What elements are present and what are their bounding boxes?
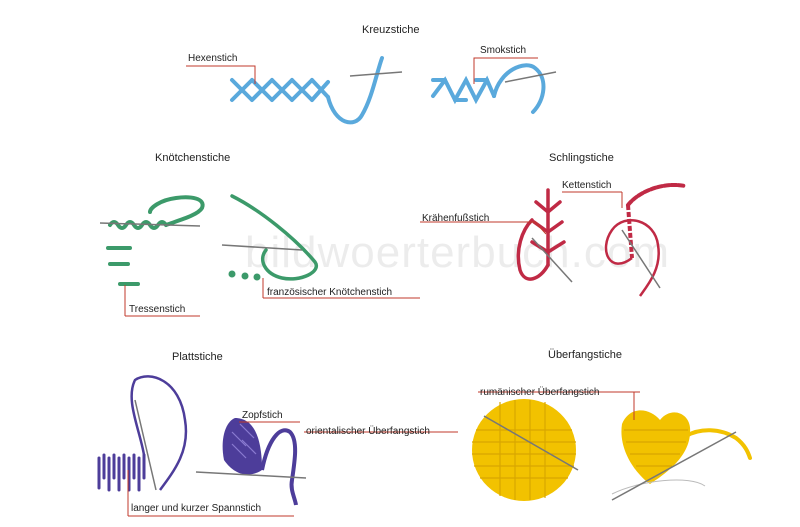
smokstich-illustration <box>431 63 546 114</box>
zopfstich-needle <box>195 471 307 479</box>
label-rumaenischer-ueberfangstich: rumänischer Überfangstich <box>480 387 600 398</box>
rumaenisch-illustration <box>611 410 752 495</box>
kettenstich-needle <box>621 229 661 289</box>
zopfstich-illustration <box>222 418 298 506</box>
knotchenstich-illustration <box>228 194 319 281</box>
label-kraehenfussstich: Krähenfußstich <box>422 213 490 224</box>
spannstich-illustration <box>97 375 188 492</box>
label-hexenstich: Hexenstich <box>188 53 238 64</box>
orientalisch-needle <box>483 415 579 471</box>
group-title-kreuzstiche: Kreuzstiche <box>362 24 420 36</box>
smokstich-needle <box>504 71 557 83</box>
tressenstich-needle <box>99 222 201 227</box>
label-tressenstich: Tressenstich <box>129 304 186 315</box>
group-title-plattstiche: Plattstiche <box>172 351 223 363</box>
label-smokstich: Smokstich <box>480 45 527 56</box>
label-langer-und-kurzer-spannstich: langer und kurzer Spannstich <box>131 503 262 514</box>
kettenstich-illustration <box>604 183 687 297</box>
leader-lines <box>124 57 640 517</box>
tressenstich-illustration <box>106 195 205 286</box>
label-zopfstich: Zopfstich <box>242 410 283 421</box>
label-orientalischer-ueberfangstich: orientalischer Überfangstich <box>306 426 430 437</box>
group-title-ueberfangstiche: Überfangstiche <box>548 349 622 361</box>
group-title-knoetchenstiche: Knötchenstiche <box>155 152 231 164</box>
label-franzoesischer-knoetchenstich: französischer Knötchenstich <box>267 287 393 298</box>
orientalisch-illustration <box>472 399 576 501</box>
krahenfussstich-needle <box>531 237 573 283</box>
knotchenstich-needle <box>221 244 303 251</box>
group-title-schlingstiche: Schlingstiche <box>549 152 614 164</box>
label-kettenstich: Kettenstich <box>562 180 612 191</box>
hexenstich-needle <box>349 71 403 77</box>
rumaenisch-needle <box>611 431 737 501</box>
spannstich-needle <box>134 399 157 491</box>
